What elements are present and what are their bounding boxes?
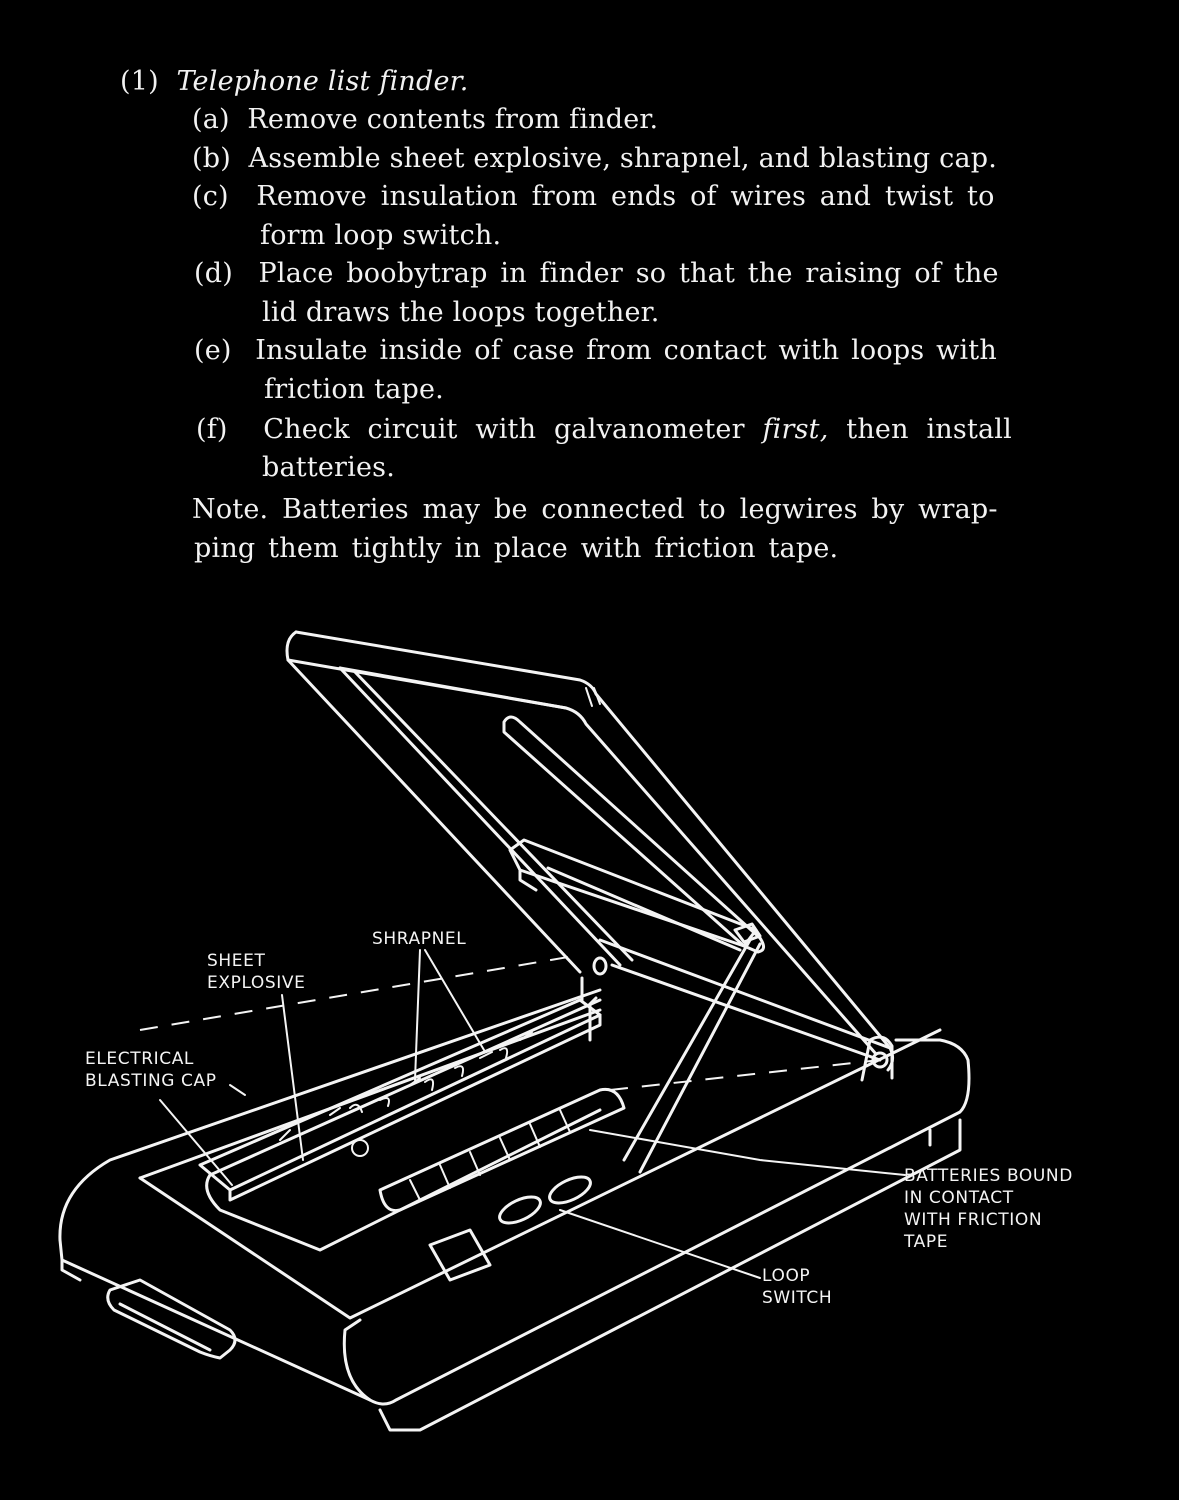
label-line: EXPLOSIVE	[207, 973, 306, 993]
label-line: SHEET	[207, 951, 266, 971]
section-title: Telephone list finder.	[176, 66, 469, 97]
step-f-cont: batteries.	[262, 452, 396, 483]
note-line-2: ping them tightly in place with friction…	[194, 533, 839, 564]
step-text-emphasis: first,	[762, 414, 829, 445]
label-blasting-cap: ELECTRICAL BLASTING CAP	[85, 1048, 217, 1092]
label-shrapnel: SHRAPNEL	[372, 929, 467, 949]
step-text: Place boobytrap in finder so that the ra…	[258, 258, 999, 289]
loop-switch	[428, 1175, 592, 1282]
label-line: LOOP	[762, 1266, 811, 1286]
label-sheet-explosive: SHEET EXPLOSIVE	[207, 950, 305, 994]
step-f: (f) Check circuit with galvanometer firs…	[196, 410, 1012, 449]
step-c-cont: form loop switch.	[260, 220, 502, 251]
label-line: BATTERIES BOUND	[904, 1166, 1073, 1186]
step-e-cont: friction tape.	[264, 374, 444, 405]
step-a: (a) Remove contents from finder.	[192, 100, 658, 139]
batteries	[378, 1087, 626, 1213]
step-e: (e) Insulate inside of case from contact…	[194, 331, 997, 370]
step-text-after: then install	[828, 414, 1012, 445]
lid-arms	[580, 938, 762, 1174]
step-mark: (c)	[192, 181, 229, 212]
label-line: IN CONTACT	[904, 1188, 1014, 1208]
step-text: Insulate inside of case from contact wit…	[255, 335, 997, 366]
label-line: WITH FRICTION	[904, 1210, 1043, 1230]
step-text: Remove insulation from ends of wires and…	[256, 181, 995, 212]
section-number: (1)	[120, 66, 159, 97]
step-mark: (a)	[192, 104, 230, 135]
step-text: Assemble sheet explosive, shrapnel, and …	[248, 143, 998, 174]
step-d-cont: lid draws the loops together.	[262, 297, 660, 328]
label-loop-switch: LOOP SWITCH	[762, 1265, 832, 1309]
finder-base	[58, 988, 971, 1432]
section-heading: (1) Telephone list finder.	[120, 62, 469, 101]
step-d: (d) Place boobytrap in finder so that th…	[194, 254, 999, 293]
sheet-explosive	[198, 998, 602, 1202]
step-text: Remove contents from finder.	[247, 104, 659, 135]
callout-leaders	[159, 949, 906, 1279]
label-line: ELECTRICAL	[85, 1049, 195, 1069]
label-line: TAPE	[904, 1232, 949, 1252]
step-mark: (d)	[194, 258, 233, 289]
step-mark: (f)	[196, 414, 228, 445]
label-batteries: BATTERIES BOUND IN CONTACT WITH FRICTION…	[904, 1165, 1073, 1253]
step-c: (c) Remove insulation from ends of wires…	[192, 177, 995, 216]
note-line-1: Note. Batteries may be connected to legw…	[192, 494, 998, 525]
step-b: (b) Assemble sheet explosive, shrapnel, …	[192, 139, 997, 178]
step-mark: (e)	[194, 335, 232, 366]
label-line: BLASTING CAP	[85, 1071, 217, 1091]
dashed-outline	[139, 954, 581, 1031]
label-line: SWITCH	[762, 1288, 833, 1308]
step-mark: (b)	[192, 143, 231, 174]
step-text-before: Check circuit with galvanometer	[263, 414, 763, 445]
dashed-outline-2	[609, 1059, 881, 1091]
